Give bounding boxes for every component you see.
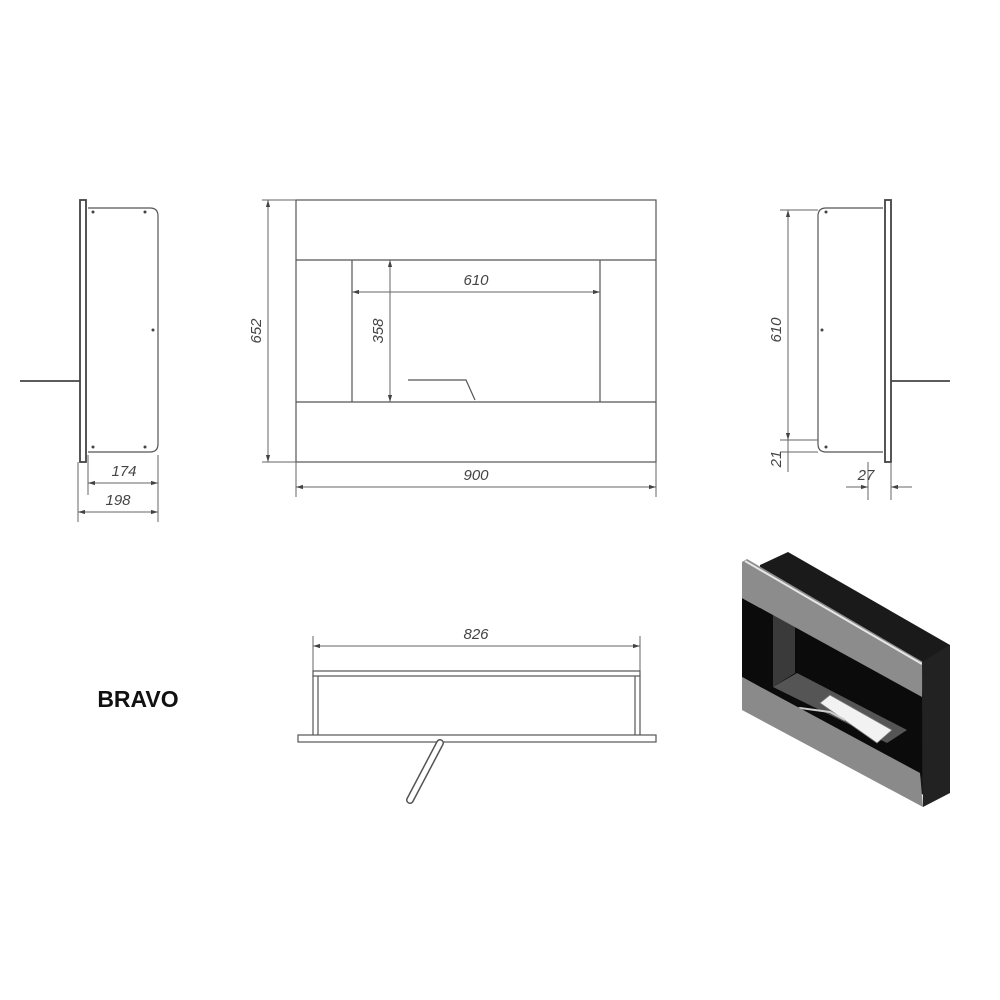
front-frame-plate — [884, 199, 892, 463]
burner-handle — [408, 379, 476, 401]
dim-652-label: 652 — [248, 318, 265, 344]
dim-27-label: 27 — [857, 467, 875, 484]
body-outline — [88, 207, 159, 453]
dim-610-label: 610 — [463, 272, 489, 289]
dim-610-label: 610 — [768, 317, 785, 343]
left-side-view: 174 198 — [20, 199, 159, 522]
right-side-view: 610 21 27 — [768, 199, 950, 500]
burner-handle — [407, 740, 443, 803]
outer-frame — [295, 199, 657, 463]
front-view: 652 610 358 900 — [248, 199, 657, 497]
fireplace-3d-render — [742, 552, 950, 807]
top-view: 826 — [297, 626, 657, 804]
dim-900-label: 900 — [463, 467, 489, 484]
dim-174-label: 174 — [111, 463, 136, 480]
product-name: BRAVO — [97, 686, 178, 712]
body-outline — [817, 207, 883, 453]
dim-358-label: 358 — [370, 318, 387, 344]
dim-826-label: 826 — [463, 626, 489, 643]
dim-21-label: 21 — [768, 451, 785, 469]
front-frame-plate — [79, 199, 87, 463]
front-plate — [297, 734, 657, 743]
dim-198-label: 198 — [105, 492, 131, 509]
